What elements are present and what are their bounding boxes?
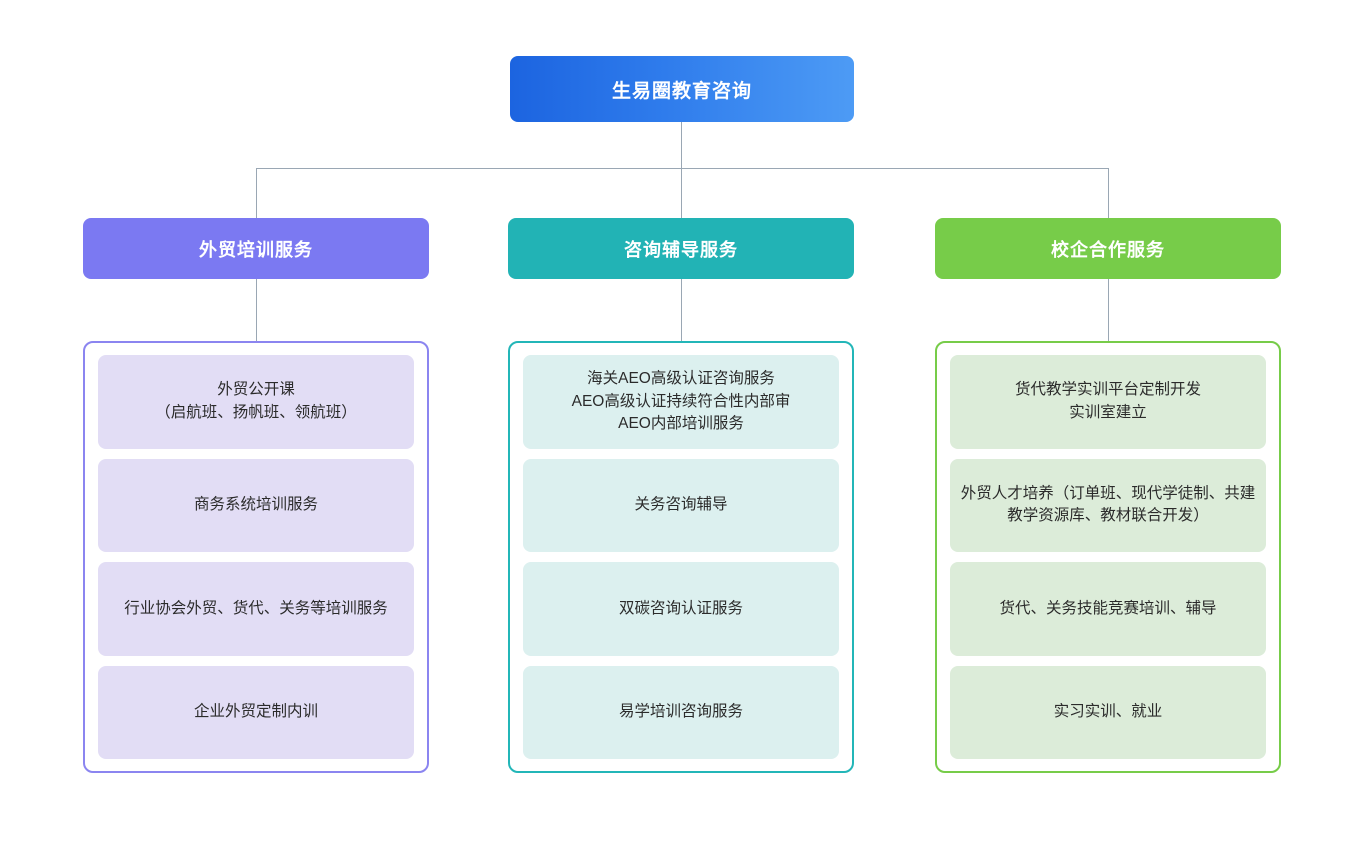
branch-item[interactable]: 货代、关务技能竞赛培训、辅导: [950, 562, 1266, 656]
connector-horizontal-bus: [256, 168, 1109, 169]
branch-item[interactable]: 货代教学实训平台定制开发 实训室建立: [950, 355, 1266, 449]
connector-branch-1-vertical: [256, 168, 257, 218]
branch-item[interactable]: 易学培训咨询服务: [523, 665, 839, 759]
branch-item[interactable]: 外贸公开课 （启航班、扬帆班、领航班）: [98, 355, 414, 449]
connector-branch-3-vertical: [1108, 168, 1109, 218]
branch-item[interactable]: 企业外贸定制内训: [98, 665, 414, 759]
branch-item[interactable]: 双碳咨询认证服务: [523, 562, 839, 656]
connector-branch-1-to-box: [256, 279, 257, 341]
connector-branch-3-to-box: [1108, 279, 1109, 341]
branch-item[interactable]: 外贸人才培养（订单班、现代学徒制、共建教学资源库、教材联合开发）: [950, 458, 1266, 552]
branch-item[interactable]: 实习实训、就业: [950, 665, 1266, 759]
branch-header-3[interactable]: 校企合作服务: [935, 218, 1281, 279]
branch-column-1: 外贸培训服务 外贸公开课 （启航班、扬帆班、领航班） 商务系统培训服务 行业协会…: [83, 218, 429, 773]
branch-item[interactable]: 商务系统培训服务: [98, 458, 414, 552]
branch-items-box-3: 货代教学实训平台定制开发 实训室建立 外贸人才培养（订单班、现代学徒制、共建教学…: [935, 341, 1281, 773]
branch-column-2: 咨询辅导服务 海关AEO高级认证咨询服务 AEO高级认证持续符合性内部审 AEO…: [508, 218, 854, 773]
branch-header-2[interactable]: 咨询辅导服务: [508, 218, 854, 279]
connector-root-vertical: [681, 122, 682, 168]
root-node[interactable]: 生易圈教育咨询: [510, 56, 854, 122]
connector-branch-2-to-box: [681, 279, 682, 341]
branch-item[interactable]: 行业协会外贸、货代、关务等培训服务: [98, 562, 414, 656]
branch-items-box-1: 外贸公开课 （启航班、扬帆班、领航班） 商务系统培训服务 行业协会外贸、货代、关…: [83, 341, 429, 773]
branch-column-3: 校企合作服务 货代教学实训平台定制开发 实训室建立 外贸人才培养（订单班、现代学…: [935, 218, 1281, 773]
connector-branch-2-vertical: [681, 168, 682, 218]
branch-item[interactable]: 海关AEO高级认证咨询服务 AEO高级认证持续符合性内部审 AEO内部培训服务: [523, 355, 839, 449]
branch-header-1[interactable]: 外贸培训服务: [83, 218, 429, 279]
branch-item[interactable]: 关务咨询辅导: [523, 458, 839, 552]
branch-items-box-2: 海关AEO高级认证咨询服务 AEO高级认证持续符合性内部审 AEO内部培训服务 …: [508, 341, 854, 773]
